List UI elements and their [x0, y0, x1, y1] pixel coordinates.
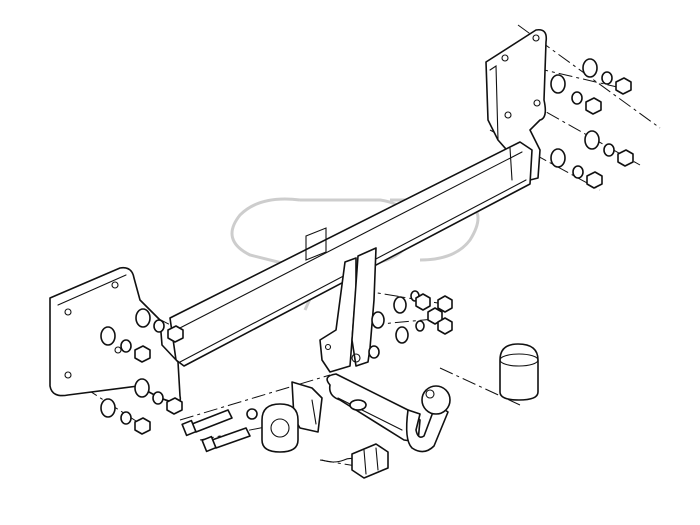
- tow-ball-neck: [326, 373, 451, 453]
- mounting-bolts: [181, 409, 251, 453]
- center-hardware-set: [368, 290, 453, 359]
- ball-cap: [499, 343, 539, 401]
- left-hardware-set: [100, 308, 184, 435]
- ball-mount-plate: [305, 227, 378, 373]
- right-mounting-bracket: [485, 28, 548, 183]
- electrical-socket: [246, 381, 323, 453]
- wiring-connector: [321, 443, 389, 479]
- right-hardware-set: [550, 58, 634, 189]
